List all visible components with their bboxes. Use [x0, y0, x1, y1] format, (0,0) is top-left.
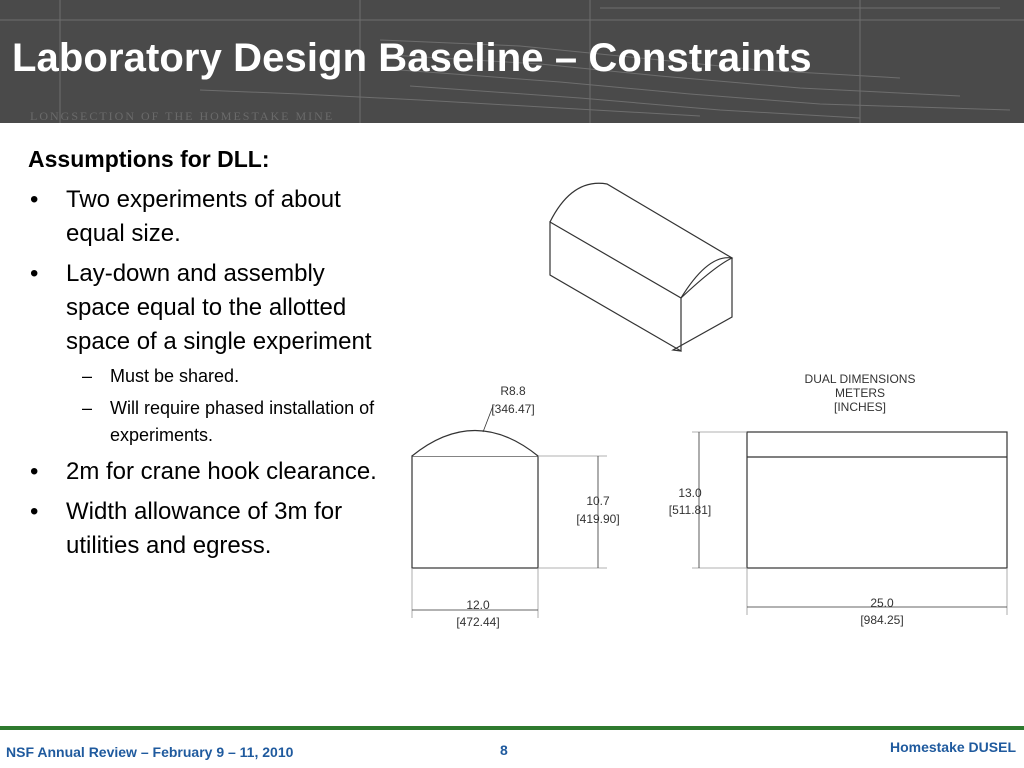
sub-list: –Must be shared. –Will require phased in…: [66, 363, 388, 449]
sub-list-item: –Must be shared.: [66, 363, 388, 390]
dash-glyph: –: [82, 398, 93, 418]
title-banner: Laboratory Design Baseline – Constraints…: [0, 0, 1024, 123]
legend-line: [INCHES]: [834, 400, 886, 414]
side-width-alt-label: [472.44]: [456, 615, 499, 629]
footer-organization: Homestake DUSEL: [889, 739, 1016, 755]
cavern-drawing: DUAL DIMENSIONS METERS [INCHES] R8.8 [34…: [411, 182, 1008, 629]
list-item: • Two experiments of about equal size.: [28, 183, 388, 251]
assumptions-panel: Assumptions for DLL: • Two experiments of…: [28, 146, 388, 569]
side-height-label: 10.7: [586, 494, 610, 508]
assumptions-list: • Two experiments of about equal size. • L…: [28, 183, 388, 563]
bullet-text: Lay-down and assembly space equal to the…: [66, 260, 372, 355]
front-length-label: 25.0: [870, 596, 894, 610]
front-view: [692, 431, 1008, 615]
footer-event: NSF Annual Review – February 9 – 11, 201…: [6, 744, 294, 760]
isometric-view: [549, 182, 734, 353]
bullet-glyph: •: [30, 458, 39, 485]
bullet-text: Width allowance of 3m for utilities and …: [66, 498, 343, 559]
bullet-text: 2m for crane hook clearance.: [66, 458, 377, 485]
assumptions-heading: Assumptions for DLL:: [28, 146, 270, 172]
list-item: • 2m for crane hook clearance.: [28, 455, 388, 489]
side-view: [411, 405, 607, 618]
front-length-alt-label: [984.25]: [860, 613, 903, 627]
front-height-label: 13.0: [678, 486, 702, 500]
side-height-alt-label: [419.90]: [576, 512, 619, 526]
legend-line: METERS: [835, 386, 885, 400]
list-item: • Lay-down and assembly space equal to th…: [28, 257, 388, 449]
page-number: 8: [500, 742, 508, 758]
bullet-glyph: •: [30, 260, 39, 287]
list-item: • Width allowance of 3m for utilities and…: [28, 495, 388, 563]
mine-longsection-background: [0, 0, 1024, 123]
radius-alt-label: [346.47]: [491, 402, 534, 416]
dash-glyph: –: [82, 366, 93, 386]
front-height-alt-label: [511.81]: [669, 503, 711, 517]
background-caption: LONGSECTION OF THE HOMESTAKE MINE: [30, 109, 335, 123]
side-width-label: 12.0: [466, 598, 490, 612]
sub-bullet-text: Must be shared.: [110, 366, 240, 386]
bullet-glyph: •: [30, 186, 39, 213]
radius-label: R8.8: [500, 384, 526, 398]
bullet-glyph: •: [30, 498, 39, 525]
legend-line: DUAL DIMENSIONS: [805, 372, 916, 386]
footer-divider: [0, 726, 1024, 730]
sub-list-item: –Will require phased installation of exp…: [66, 395, 388, 449]
sub-bullet-text: Will require phased installation of expe…: [110, 398, 375, 445]
slide-title: Laboratory Design Baseline – Constraints: [12, 36, 812, 80]
bullet-text: Two experiments of about equal size.: [66, 186, 341, 247]
